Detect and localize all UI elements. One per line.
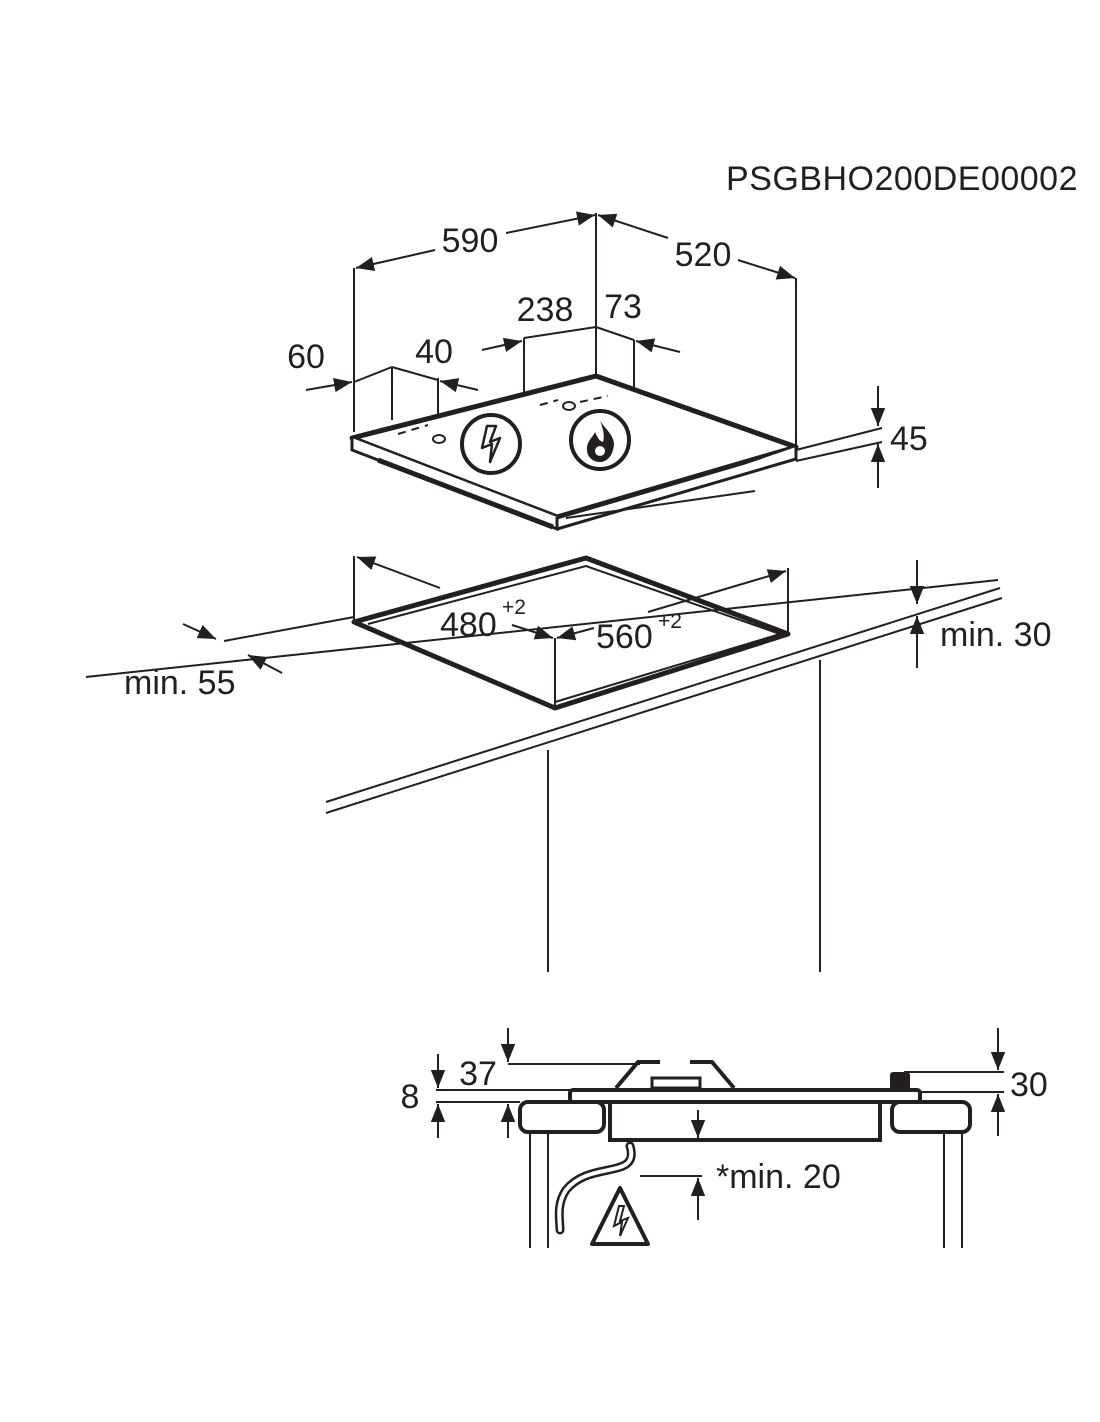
section-drawing: 8 37 30 *min. 20 (401, 1028, 1048, 1248)
dim-section-37-label: 37 (459, 1055, 497, 1093)
dim-min-below-label: *min. 20 (716, 1158, 841, 1196)
electric-icon (460, 413, 522, 475)
dim-cutout-width-tol: +2 (658, 610, 682, 633)
dim-min-front-label: min. 55 (124, 664, 236, 702)
dim-cutout-width-label: 560 (596, 618, 653, 656)
dim-height-label: 45 (890, 420, 928, 458)
document-code: PSGBHO200DE00002 (726, 160, 1078, 198)
dim-73-label: 73 (604, 288, 642, 326)
hob-drawing: 590 520 238 73 60 40 (287, 211, 928, 532)
dim-section-30-label: 30 (1010, 1066, 1048, 1104)
dim-section-8-label: 8 (401, 1078, 420, 1116)
dim-min-side-label: min. 30 (940, 616, 1052, 654)
dim-60-label: 60 (287, 338, 325, 376)
worktop-drawing: 480 +2 560 +2 min. 55 min. 30 (85, 555, 1052, 972)
dim-width-label: 590 (442, 222, 499, 260)
dim-cutout-depth-label: 480 (440, 606, 497, 644)
electric-warning-icon (590, 1186, 650, 1246)
dim-40-label: 40 (415, 333, 453, 371)
gas-flame-icon (569, 409, 631, 471)
dim-depth-label: 520 (675, 236, 732, 274)
dim-238-label: 238 (517, 291, 574, 329)
dim-cutout-depth-tol: +2 (502, 596, 526, 619)
